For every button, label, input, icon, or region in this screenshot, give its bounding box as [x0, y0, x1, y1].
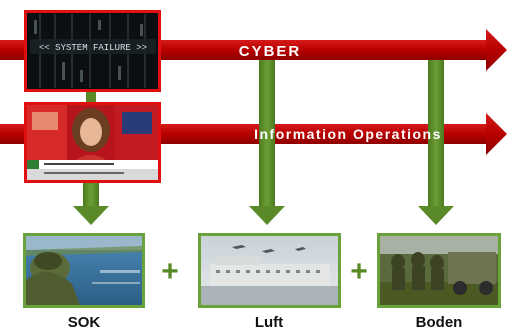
sok-image [23, 233, 145, 308]
domain-label-boden: Boden [416, 314, 463, 331]
cyber-thumbnail: << SYSTEM FAILURE >> [24, 10, 161, 92]
luft-image [198, 233, 341, 308]
green-connector [86, 91, 96, 103]
cyber-label: CYBER [239, 43, 302, 60]
green-arrow-luft [249, 60, 285, 225]
boden-image [377, 233, 501, 308]
plus-sign: + [350, 255, 368, 288]
plus-sign: + [161, 255, 179, 288]
domain-label-luft: Luft [255, 314, 283, 331]
domain-label-sok: SOK [68, 314, 101, 331]
cyber-screen-text: << SYSTEM FAILURE >> [39, 43, 147, 53]
info-ops-thumbnail [24, 102, 161, 183]
green-arrow-boden [418, 60, 454, 225]
green-arrow-sok [73, 183, 109, 225]
info-ops-label: Information Operations [254, 126, 442, 142]
